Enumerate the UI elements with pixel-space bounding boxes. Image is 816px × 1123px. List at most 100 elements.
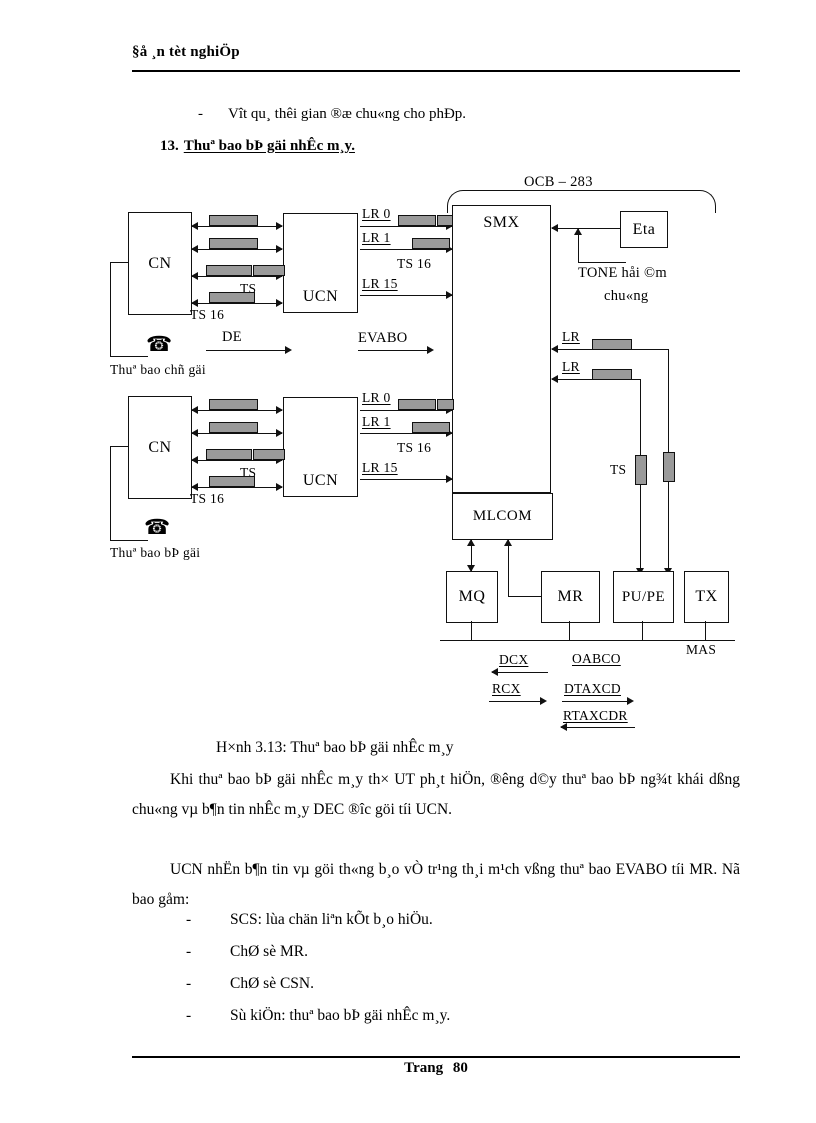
label-ts-right: TS: [610, 462, 627, 477]
label-ts16-bottom-left: TS 16: [190, 491, 225, 506]
ucn-smx-bot-bar-lr0a: [398, 399, 436, 410]
cn-top-phone-vline: [110, 262, 111, 356]
label-lr1-bottom: LR 1: [362, 414, 391, 429]
cn-top-phone-hline-lower: [110, 356, 148, 357]
box-cn-top-label: CN: [148, 254, 172, 272]
header-rule: [132, 70, 740, 72]
intro-bullet: -Vît qu¸ thêi gian ®æ chu«ng cho phÐp.: [198, 106, 466, 123]
ucn-smx-bot-line-lr1: [360, 433, 452, 434]
label-tone-line2: chu«ng: [604, 288, 649, 304]
box-mq: MQ: [446, 571, 498, 623]
cn-ucn-top-arrow-3r: [276, 272, 283, 280]
ucn-smx-top-line-lr0: [360, 226, 452, 227]
label-subscriber-calling: Thuª bao chñ gäi: [110, 362, 206, 377]
label-lr15-bottom: LR 15: [362, 460, 398, 475]
list-item-1-text: SCS: lùa chän liªn kÕt b¸o hiÖu.: [230, 911, 433, 928]
cn-ucn-top-line-2: [192, 249, 282, 250]
ucn-smx-top-arrow-lr0: [446, 222, 453, 230]
de-arrow-head: [285, 346, 292, 354]
intro-bullet-dash: -: [198, 106, 203, 122]
cn-ucn-top-bar-3a: [206, 265, 252, 276]
cn-bot-phone-vline: [110, 446, 111, 540]
paragraph-2: UCN nhËn b¶n tin vµ göi th«ng b¸o vÒ tr¹…: [132, 861, 740, 908]
cn-ucn-top-arrow-4r: [276, 299, 283, 307]
cn-ucn-top-bar-2: [209, 238, 258, 249]
label-dcx: DCX: [499, 652, 529, 667]
list-item-3: - ChØ sè CSN.: [186, 975, 314, 993]
cn-ucn-top-line-3: [192, 276, 282, 277]
ts-block-right: [663, 452, 675, 482]
list-item-3-dash: -: [186, 975, 192, 992]
box-cn-bottom-label: CN: [148, 438, 172, 456]
label-lr-lower: LR: [562, 359, 580, 374]
evabo-arrow-line: [358, 350, 430, 351]
rtaxcdr-arrow: [560, 723, 567, 731]
smx-lr-arrow-lower: [551, 375, 558, 383]
label-subscriber-called: Thuª bao bÞ gäi: [110, 545, 201, 560]
section-heading: 13.Thuª bao bÞ gäi nhÊc m¸y.: [160, 138, 355, 155]
box-cn-top: CN: [128, 212, 192, 315]
box-eta: Eta: [620, 211, 668, 248]
cn-ucn-bot-bar-2: [209, 422, 258, 433]
box-eta-label: Eta: [632, 220, 656, 238]
cn-ucn-top-arrow-4l: [191, 299, 198, 307]
cn-ucn-bot-bar-3a: [206, 449, 252, 460]
de-arrow-line: [206, 350, 288, 351]
ucn-smx-top-line-lr1: [360, 249, 452, 250]
label-tone-line1: TONE håi ©m: [578, 265, 667, 281]
box-mlcom: MLCOM: [452, 493, 553, 540]
evabo-arrow-head: [427, 346, 434, 354]
cn-ucn-top-arrow-3l: [191, 272, 198, 280]
rcx-line: [489, 701, 545, 702]
cn-ucn-bot-line-3: [192, 460, 282, 461]
telephone-icon-calling: ☎: [146, 332, 173, 356]
label-lr0-top: LR 0: [362, 206, 391, 221]
ocb-bracket: [447, 190, 716, 213]
label-lr-upper: LR: [562, 329, 580, 344]
list-item-4-dash: -: [186, 1007, 192, 1024]
cn-ucn-bot-line-4: [192, 487, 282, 488]
cn-ucn-top-line-1: [192, 226, 282, 227]
label-ts16-bottom-right: TS 16: [397, 440, 432, 455]
box-ucn-bottom: UCN: [283, 397, 358, 497]
cn-ucn-bot-line-1: [192, 410, 282, 411]
smx-lr-arrow-upper: [551, 345, 558, 353]
label-ts16-top-right: TS 16: [397, 256, 432, 271]
ucn-smx-bot-arrow-lr15: [446, 475, 453, 483]
tx-bus-stub: [705, 621, 706, 641]
ucn-smx-bot-line-lr0: [360, 410, 452, 411]
mlcom-mq-arrow-down: [467, 565, 475, 572]
smx-lr-bar-lower: [592, 369, 632, 380]
label-mas: MAS: [686, 642, 717, 657]
box-ucn-top: UCN: [283, 213, 358, 313]
dtaxcd-arrow: [627, 697, 634, 705]
label-lr1-top: LR 1: [362, 230, 391, 245]
label-rcx: RCX: [492, 681, 521, 696]
cn-ucn-bot-arrow-3l: [191, 456, 198, 464]
footer-label: Trang: [404, 1060, 444, 1076]
mas-bus-line: [440, 640, 735, 641]
label-ts16-top-left: TS 16: [190, 307, 225, 322]
mlcom-mr-vline: [508, 539, 509, 596]
mq-bus-stub: [471, 621, 472, 641]
cn-ucn-top-bar-3b: [253, 265, 285, 276]
cn-ucn-bot-arrow-1r: [276, 406, 283, 414]
page-header: §å ¸n tèt nghiÖp: [132, 44, 740, 61]
label-dtaxcd: DTAXCD: [564, 681, 621, 696]
tone-branch-vline: [578, 228, 579, 262]
mr-bus-stub: [569, 621, 570, 641]
cn-ucn-top-line-4: [192, 303, 282, 304]
cn-ucn-bot-arrow-2r: [276, 429, 283, 437]
smx-lr-bar-upper: [592, 339, 632, 350]
cn-ucn-bot-arrow-1l: [191, 406, 198, 414]
section-number: 13.: [160, 138, 179, 154]
box-cn-bottom: CN: [128, 396, 192, 499]
label-lr15-top: LR 15: [362, 276, 398, 291]
cn-ucn-bot-bar-1: [209, 399, 258, 410]
ucn-smx-top-line-lr15: [360, 295, 452, 296]
cn-ucn-top-arrow-1r: [276, 222, 283, 230]
ucn-smx-top-arrow-lr15: [446, 291, 453, 299]
list-item-3-text: ChØ sè CSN.: [230, 975, 314, 992]
box-mq-label: MQ: [458, 588, 486, 605]
